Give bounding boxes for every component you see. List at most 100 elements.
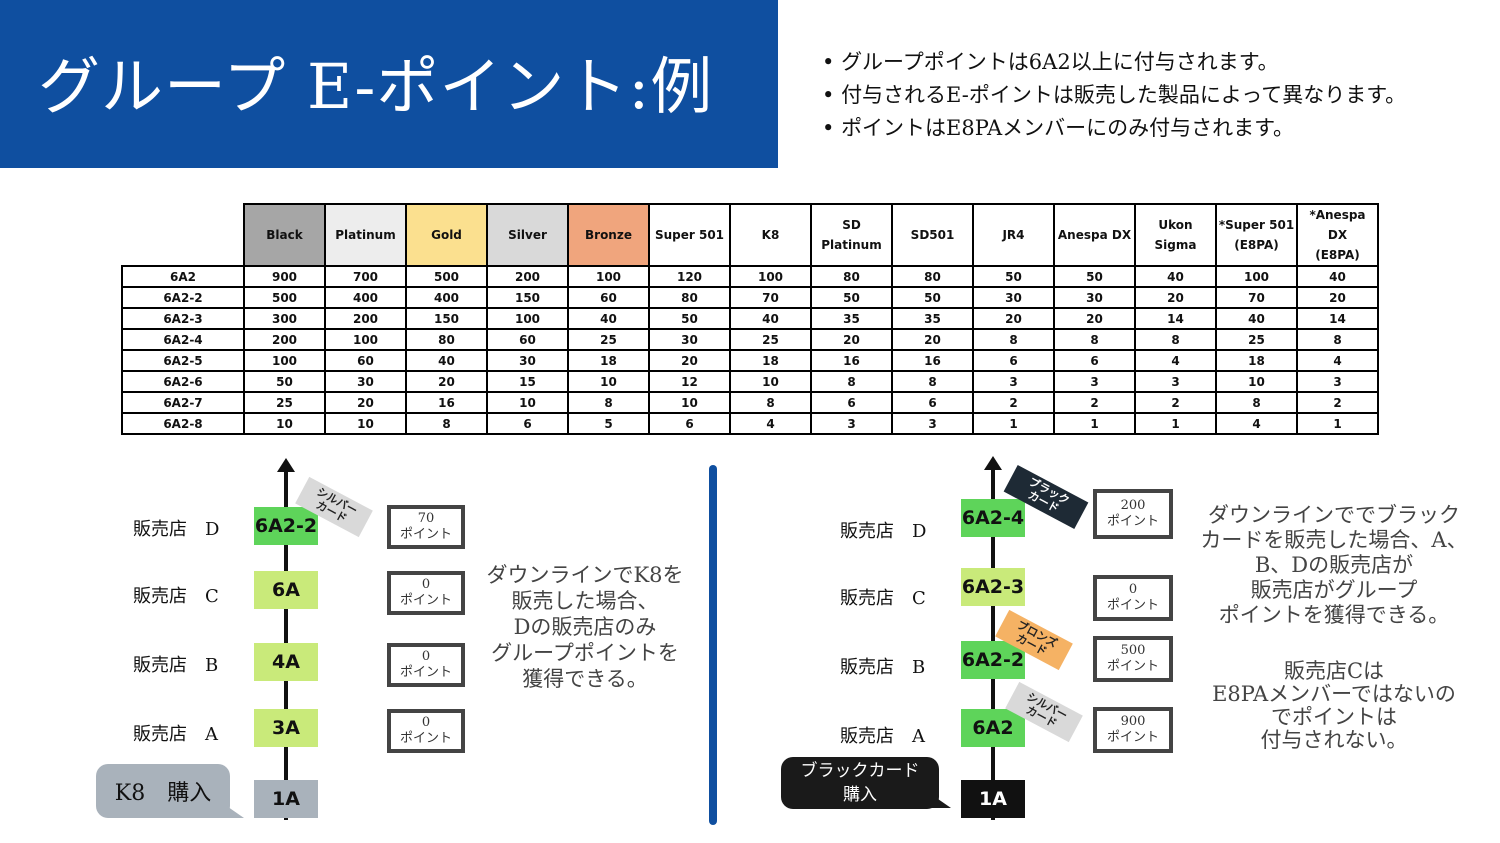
bullet-item: ポイントはE8PAメンバーにのみ付与されます。 [822, 112, 1406, 145]
col-header: JR4 [972, 203, 1055, 267]
table-cell: 500 [243, 286, 326, 309]
bullet-item: 付与されるE-ポイントは販売した製品によって異なります。 [822, 79, 1406, 112]
col-header: SD501 [891, 203, 974, 267]
table-cell: 3 [1053, 370, 1136, 393]
bubble-tail [218, 800, 244, 818]
col-header: *Anespa DX(E8PA) [1296, 203, 1379, 267]
table-cell: 40 [1134, 265, 1217, 288]
table-cell: 50 [891, 286, 974, 309]
row-label: 6A2-8 [121, 412, 245, 435]
table-cell: 70 [1215, 286, 1298, 309]
section-divider [709, 465, 717, 825]
table-cell: 200 [486, 265, 569, 288]
table-cell: 40 [405, 349, 488, 372]
rank-box: 6A2-4 [961, 499, 1025, 537]
table-cell: 1 [1296, 412, 1379, 435]
table-cell: 2 [1134, 391, 1217, 414]
table-cell: 15 [486, 370, 569, 393]
table-cell: 30 [324, 370, 407, 393]
table-cell: 25 [567, 328, 650, 351]
table-cell: 8 [729, 391, 812, 414]
table-cell: 20 [1053, 307, 1136, 330]
rank-box: 6A2-2 [254, 507, 318, 545]
table-cell: 1 [1134, 412, 1217, 435]
points-table: Black Platinum Gold Silver Bronze Super … [121, 203, 1379, 435]
table-cell: 18 [567, 349, 650, 372]
table-cell: 400 [405, 286, 488, 309]
rank-box: 6A2-3 [961, 568, 1025, 606]
table-cell: 2 [1296, 391, 1379, 414]
table-cell: 20 [810, 328, 893, 351]
table-cell: 500 [405, 265, 488, 288]
right-description: ダウンラインででブラック カードを販売した場合、A、 B、Dの販売店が 販売店が… [1200, 503, 1468, 627]
row-label: 6A2-6 [121, 370, 245, 393]
table-cell: 30 [1053, 286, 1136, 309]
bullet-item: グループポイントは6A2以上に付与されます。 [822, 46, 1406, 79]
table-cell: 20 [1134, 286, 1217, 309]
table-cell: 8 [1053, 328, 1136, 351]
table-cell: 20 [324, 391, 407, 414]
rank-box: 4A [254, 643, 318, 681]
title-banner: グループ E-ポイント:例 [0, 0, 778, 168]
table-cell: 5 [567, 412, 650, 435]
table-cell: 3 [1134, 370, 1217, 393]
row-label: 6A2 [121, 265, 245, 288]
table-cell: 16 [810, 349, 893, 372]
table-cell: 900 [243, 265, 326, 288]
table-cell: 16 [891, 349, 974, 372]
table-cell: 6 [486, 412, 569, 435]
table-cell: 12 [648, 370, 731, 393]
rank-box: 6A2 [961, 709, 1025, 747]
table-cell: 3 [1296, 370, 1379, 393]
purchase-bubble: K8 購入 [96, 764, 230, 818]
table-cell: 8 [1215, 391, 1298, 414]
col-header: Black [243, 203, 326, 267]
row-label: 6A2-5 [121, 349, 245, 372]
table-cell: 60 [567, 286, 650, 309]
table-cell: 40 [1296, 265, 1379, 288]
table-cell: 20 [972, 307, 1055, 330]
table-cell: 50 [243, 370, 326, 393]
table-cell: 120 [648, 265, 731, 288]
table-cell: 8 [972, 328, 1055, 351]
table-cell: 30 [972, 286, 1055, 309]
table-cell: 60 [324, 349, 407, 372]
rank-box: 6A2-2 [961, 641, 1025, 679]
table-cell: 35 [810, 307, 893, 330]
table-cell: 50 [1053, 265, 1136, 288]
table-cell: 4 [1296, 349, 1379, 372]
table-cell: 10 [1215, 370, 1298, 393]
rank-box: 1A [254, 780, 318, 818]
table-cell: 100 [1215, 265, 1298, 288]
table-cell: 2 [972, 391, 1055, 414]
table-cell: 150 [486, 286, 569, 309]
table-cell: 10 [486, 391, 569, 414]
table-cell: 50 [648, 307, 731, 330]
table-cell: 3 [891, 412, 974, 435]
table-cell: 20 [1296, 286, 1379, 309]
table-cell: 6 [972, 349, 1055, 372]
arrow-up-icon [277, 458, 295, 472]
table-cell: 80 [648, 286, 731, 309]
table-cell: 8 [1134, 328, 1217, 351]
table-cell: 25 [243, 391, 326, 414]
table-cell: 40 [567, 307, 650, 330]
row-label: 6A2-4 [121, 328, 245, 351]
table-cell: 2 [1053, 391, 1136, 414]
